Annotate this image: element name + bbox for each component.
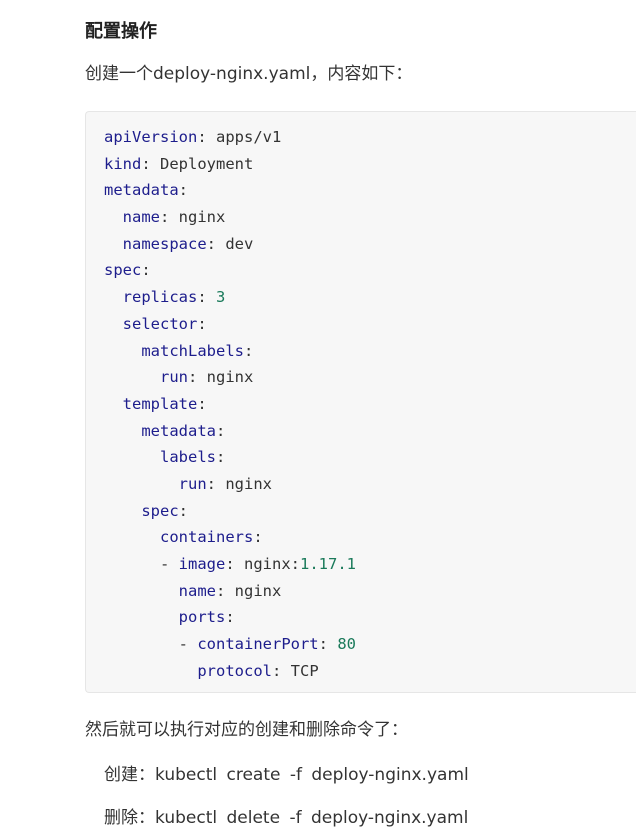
code-line: run: nginx <box>104 471 356 498</box>
code-key: run <box>178 474 207 493</box>
code-line: kind: Deployment <box>104 151 356 178</box>
code-val: TCP <box>290 661 319 680</box>
code-line: - image: nginx:1.17.1 <box>104 551 356 578</box>
code-line: apiVersion: apps/v1 <box>104 124 356 151</box>
code-key: metadata <box>104 181 179 200</box>
code-num: 3 <box>216 288 226 307</box>
code-val: apps/v1 <box>216 128 282 146</box>
code-key: metadata <box>141 421 216 440</box>
code-key: protocol <box>197 661 272 680</box>
code-key: replicas <box>122 288 198 307</box>
code-key: apiVersion <box>104 128 198 146</box>
code-line: spec: <box>104 257 356 284</box>
code-sep: : <box>243 341 254 360</box>
code-sep: : <box>188 368 207 387</box>
code-key: spec <box>104 261 142 280</box>
code-key: labels <box>160 448 216 467</box>
code-sep: : <box>197 128 216 146</box>
code-line: metadata: <box>104 418 356 445</box>
code-indent: - <box>104 635 198 654</box>
code-val: nginx: <box>244 555 300 573</box>
code-key: containers <box>160 528 254 547</box>
code-val: nginx <box>225 474 272 493</box>
code-indent <box>104 662 197 680</box>
code-sep: : <box>215 421 226 440</box>
code-sep: : <box>197 394 207 413</box>
code-line: run: nginx <box>104 364 356 391</box>
code-line: spec: <box>104 498 356 525</box>
code-line: replicas: 3 <box>104 284 356 311</box>
code-indent: - <box>104 555 179 573</box>
code-line: containers: <box>104 524 356 551</box>
code-key: spec <box>141 501 179 520</box>
code-sep: : <box>271 661 291 680</box>
after-text: 然后就可以执行对应的创建和删除命令了： <box>85 720 408 740</box>
code-val: nginx <box>178 208 226 227</box>
code-key: template <box>122 394 198 413</box>
code-val: nginx <box>206 368 254 387</box>
code-indent <box>104 502 141 520</box>
code-line: selector: <box>104 311 356 338</box>
code-key: selector <box>122 314 198 333</box>
code-indent <box>104 235 123 253</box>
code-key: name <box>178 581 216 600</box>
code-sep: : <box>160 208 179 227</box>
code-sep: : <box>225 555 244 573</box>
code-indent <box>104 208 123 226</box>
code-indent <box>104 342 141 360</box>
code-sep: : <box>141 154 160 173</box>
code-indent <box>104 368 160 386</box>
code-sep: : <box>253 528 263 547</box>
code-key: matchLabels <box>141 341 244 360</box>
code-num: 1.17.1 <box>300 555 356 573</box>
code-key: image <box>178 555 226 573</box>
code-line: template: <box>104 391 356 418</box>
create-command: 创建：kubectl create -f deploy-nginx.yaml <box>104 765 469 785</box>
code-indent <box>104 475 179 493</box>
intro-text: 创建一个deploy-nginx.yaml，内容如下： <box>85 64 413 84</box>
code-line: protocol: TCP <box>104 658 356 685</box>
code-key: containerPort <box>197 635 319 654</box>
code-sep: : <box>216 448 226 467</box>
code-val: dev <box>225 234 254 253</box>
code-key: ports <box>178 608 226 627</box>
code-key: run <box>160 368 188 387</box>
code-indent <box>104 315 123 333</box>
code-indent <box>104 422 141 440</box>
code-indent <box>104 288 123 306</box>
code-key: kind <box>104 154 142 173</box>
code-line: name: nginx <box>104 578 356 605</box>
code-key: namespace <box>122 234 207 253</box>
code-line: name: nginx <box>104 204 356 231</box>
section-heading: 配置操作 <box>85 21 157 42</box>
code-val: Deployment <box>160 154 254 173</box>
code-sep: : <box>178 501 188 520</box>
code-val: nginx <box>234 581 282 600</box>
code-sep: : <box>225 608 235 627</box>
code-line: ports: <box>104 604 356 631</box>
code-key: name <box>122 208 160 227</box>
code-sep: : <box>206 474 226 493</box>
code-line: namespace: dev <box>104 231 356 258</box>
code-sep: : <box>318 635 338 654</box>
code-indent <box>104 448 160 466</box>
code-line: matchLabels: <box>104 338 356 365</box>
delete-command: 删除：kubectl delete -f deploy-nginx.yaml <box>104 808 469 828</box>
code-sep: : <box>215 581 235 600</box>
code-indent <box>104 582 179 600</box>
code-num: 80 <box>337 635 356 654</box>
code-indent <box>104 528 160 546</box>
code-indent <box>104 608 179 626</box>
code-indent <box>104 395 123 413</box>
code-sep: : <box>197 314 207 333</box>
code-sep: : <box>141 261 151 280</box>
code-line: metadata: <box>104 177 356 204</box>
code-sep: : <box>197 288 216 307</box>
code-sep: : <box>178 181 188 200</box>
code-sep: : <box>206 234 226 253</box>
code-line: labels: <box>104 444 356 471</box>
code-line: - containerPort: 80 <box>104 631 356 658</box>
